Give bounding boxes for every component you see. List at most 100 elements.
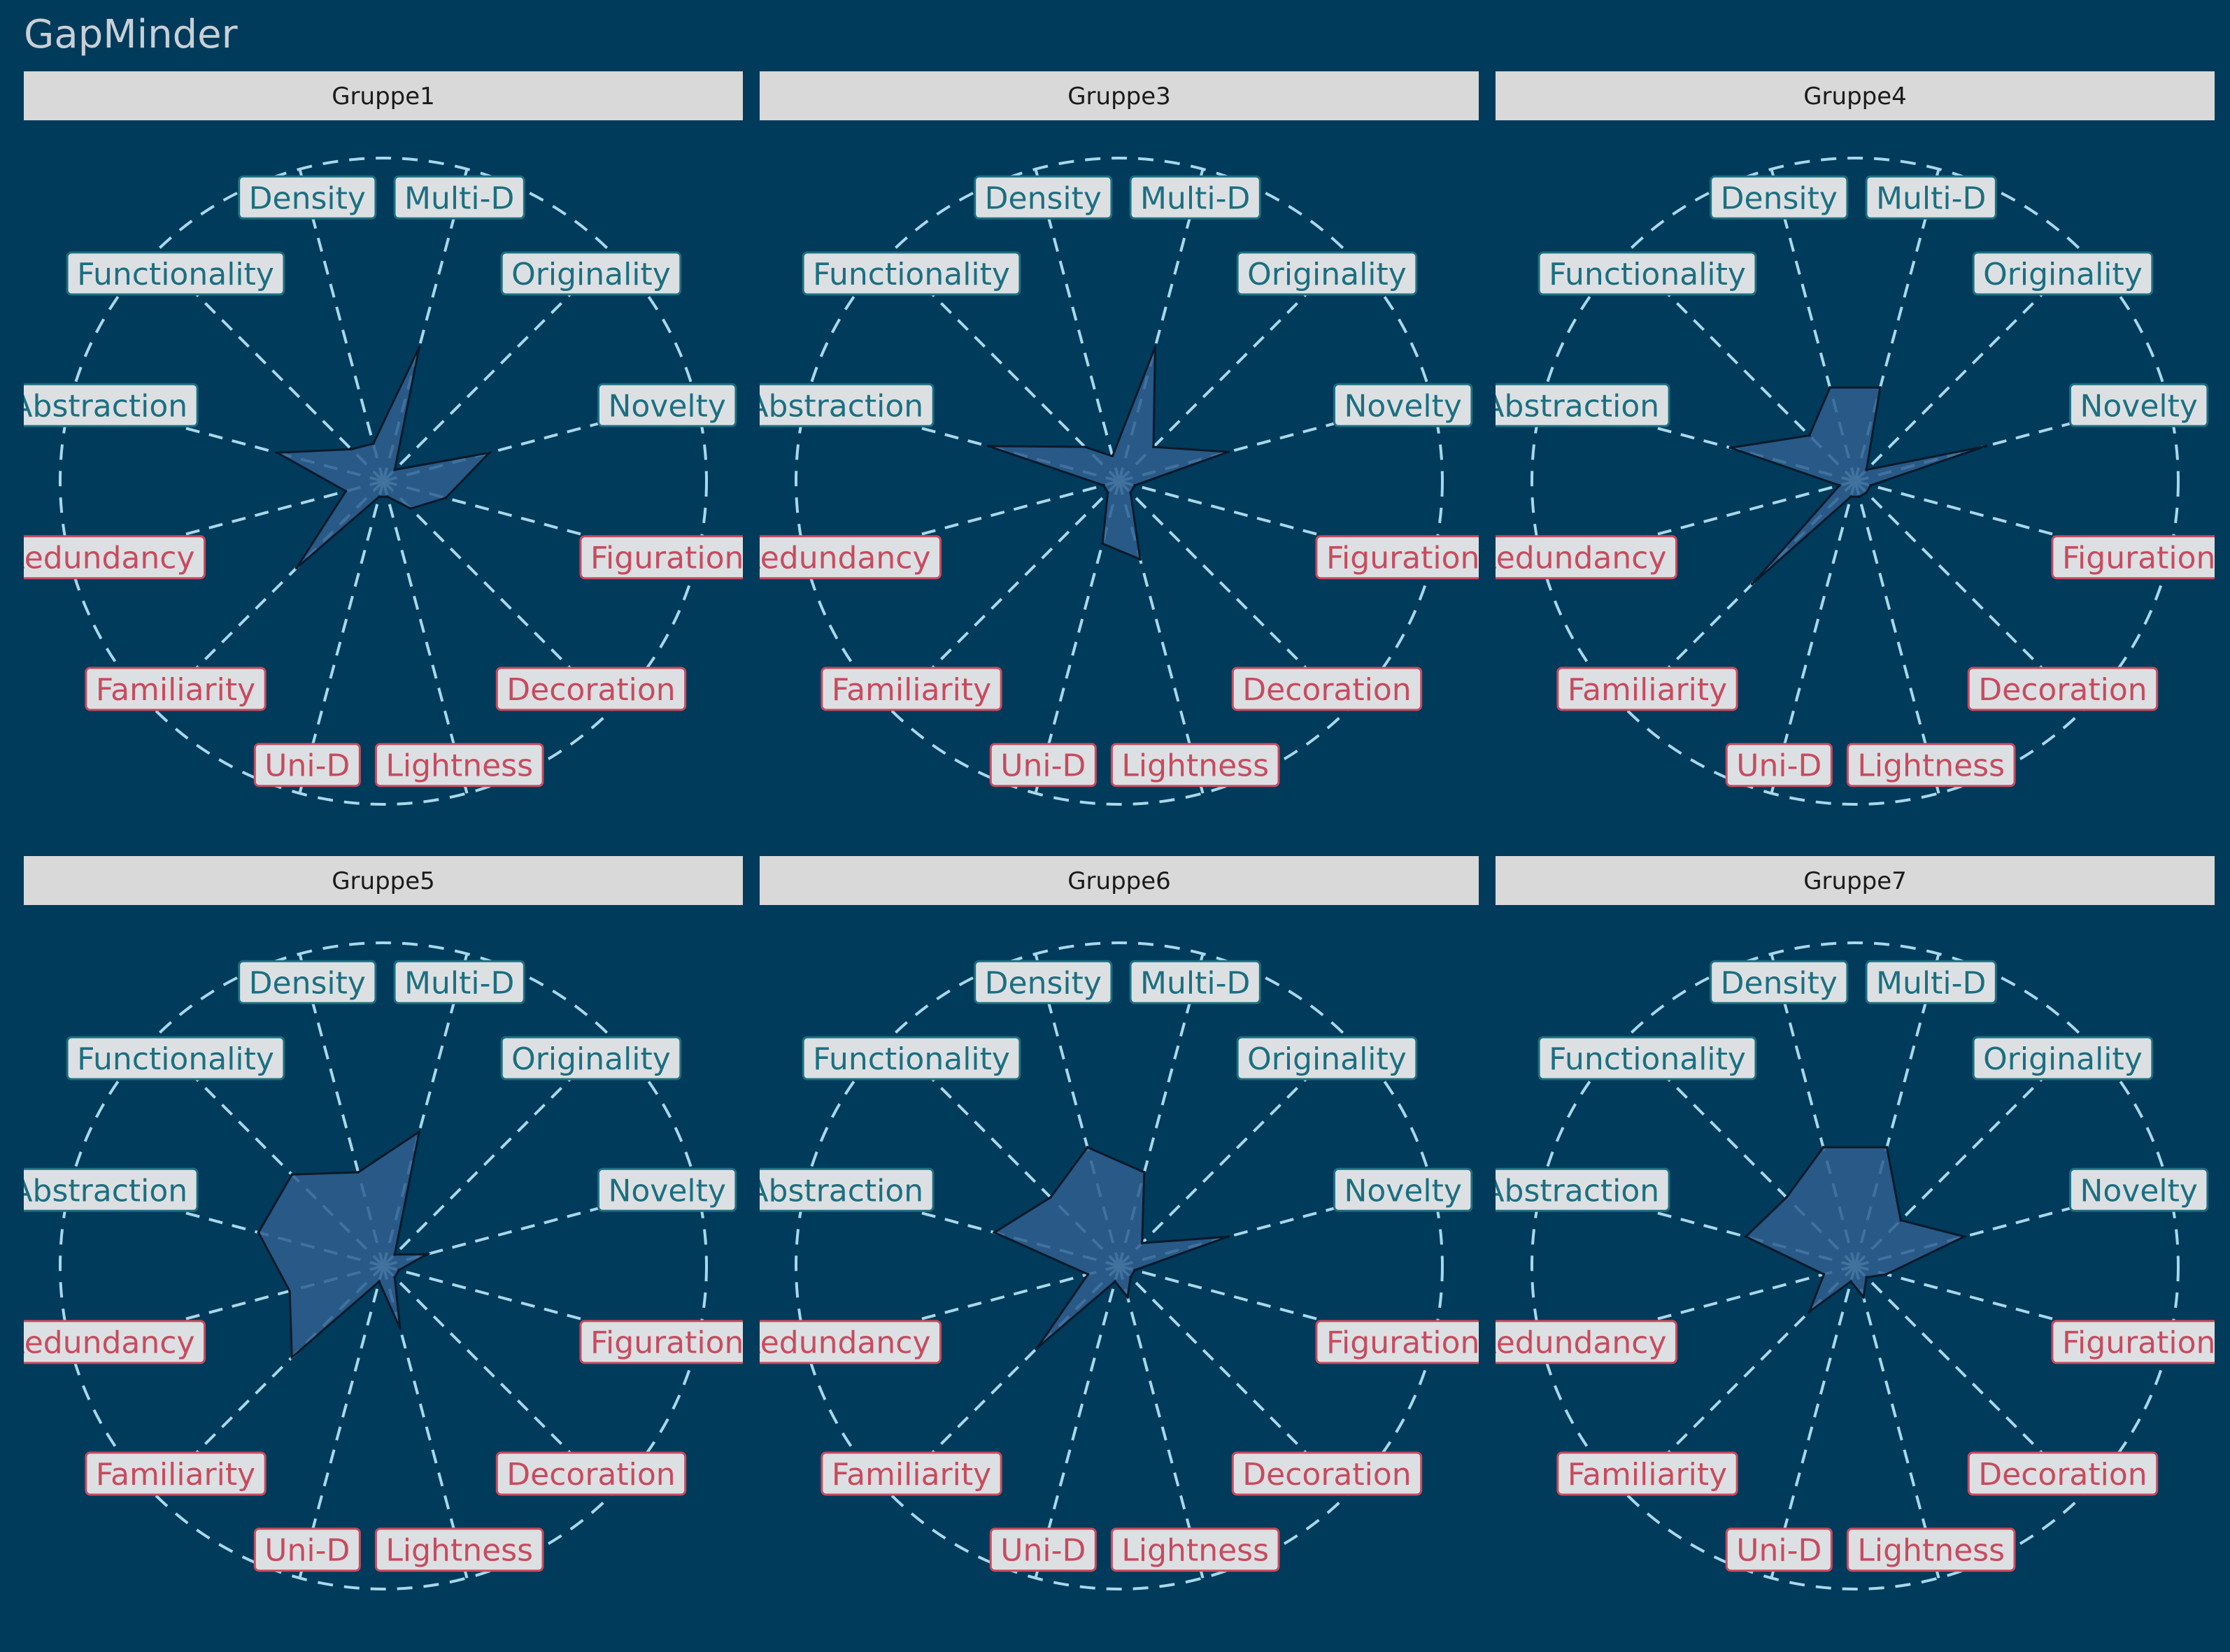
axis-label-lightness: Lightness xyxy=(1121,748,1269,784)
axis-label-lightness: Lightness xyxy=(1857,748,2005,784)
axis-label-box-multi-d xyxy=(393,175,525,220)
panel-body: Multi-DOriginalityNoveltyFigurationDecor… xyxy=(1496,941,2215,1590)
data-point-redundancy xyxy=(1102,483,1105,487)
data-point-decoration xyxy=(1129,1276,1132,1279)
data-point-abstraction xyxy=(257,1231,260,1234)
data-point-multi-d xyxy=(418,346,421,349)
data-point-lightness xyxy=(1861,1295,1865,1299)
panel-body: Multi-DOriginalityNoveltyFigurationDecor… xyxy=(747,941,1479,1590)
panel-gruppe1: Gruppe1Multi-DOriginalityNoveltyFigurati… xyxy=(24,71,744,806)
axis-label-box-originality xyxy=(1972,1036,2154,1081)
panel-gruppe3: Gruppe3Multi-DOriginalityNoveltyFigurati… xyxy=(747,71,1479,806)
data-point-lightness xyxy=(398,1327,402,1330)
data-point-redundancy xyxy=(1822,1272,1826,1276)
facet-strip xyxy=(1496,856,2215,905)
grid-spoke-lightness xyxy=(1118,1265,1205,1579)
data-point-novelty xyxy=(1963,1235,1966,1239)
axis-label-figuration: Figuration xyxy=(590,541,744,576)
data-point-familiarity xyxy=(1808,1310,1811,1313)
axis-label-box-density xyxy=(238,960,377,1004)
axis-label-functionality: Functionality xyxy=(813,1041,1010,1077)
axis-label-abstraction: Abstraction xyxy=(747,388,923,424)
panel-gruppe6: Gruppe6Multi-DOriginalityNoveltyFigurati… xyxy=(747,856,1479,1590)
axis-label-box-lightness xyxy=(374,743,544,788)
axis-label-box-familiarity xyxy=(1556,1451,1738,1496)
data-point-novelty xyxy=(1984,444,1988,448)
grid-spoke-lightness xyxy=(1854,1265,1940,1579)
axis-label-decoration: Decoration xyxy=(1978,1457,2147,1493)
data-point-functionality xyxy=(1083,445,1086,448)
axis-label-box-uni-d xyxy=(1725,1528,1833,1572)
axis-label-box-abstraction xyxy=(1496,383,1670,427)
grid-circle xyxy=(795,157,1444,806)
axis-label-novelty: Novelty xyxy=(1344,388,1461,424)
axis-label-figuration: Figuration xyxy=(1326,541,1479,576)
axis-label-uni-d: Uni-D xyxy=(264,1533,350,1569)
axis-label-box-novelty xyxy=(2068,383,2209,427)
data-point-decoration xyxy=(1865,491,1868,494)
data-point-uni-d xyxy=(1849,1280,1853,1283)
grid-spoke-lightness xyxy=(1854,480,1940,794)
facet-strip xyxy=(24,856,743,905)
axis-label-figuration: Figuration xyxy=(1326,1325,1479,1361)
axis-label-box-abstraction xyxy=(760,1167,935,1212)
grid-spoke-uni-d xyxy=(1034,1265,1121,1579)
axis-label-box-lightness xyxy=(1846,743,2016,788)
axis-label-figuration: Figuration xyxy=(2062,1325,2215,1361)
axis-label-originality: Originality xyxy=(511,257,671,292)
axis-label-familiarity: Familiarity xyxy=(832,672,991,708)
axis-label-box-uni-d xyxy=(989,1528,1097,1572)
data-point-lightness xyxy=(1138,557,1142,561)
axis-label-abstraction: Abstraction xyxy=(747,1173,923,1209)
axis-label-box-redundancy xyxy=(1496,535,1678,580)
axis-label-uni-d: Uni-D xyxy=(1000,1533,1086,1569)
data-point-novelty xyxy=(425,1253,429,1256)
data-point-functionality xyxy=(1784,1195,1788,1199)
axis-label-box-density xyxy=(1710,175,1849,220)
axis-label-box-functionality xyxy=(802,1036,1021,1081)
data-point-density xyxy=(1828,386,1832,390)
data-point-redundancy xyxy=(344,490,348,493)
axis-label-box-uni-d xyxy=(253,743,361,788)
axis-label-box-density xyxy=(974,960,1113,1004)
axis-label-box-abstraction xyxy=(760,383,935,427)
data-point-lightness xyxy=(1857,495,1861,499)
data-point-decoration xyxy=(393,1276,397,1279)
axis-label-decoration: Decoration xyxy=(1242,672,1411,708)
axis-label-multi-d: Multi-D xyxy=(404,965,514,1001)
data-point-originality xyxy=(1899,1218,1903,1222)
axis-label-density: Density xyxy=(1721,180,1838,216)
grid-circle xyxy=(59,941,708,1590)
axis-label-density: Density xyxy=(985,965,1102,1001)
axis-label-box-decoration xyxy=(1967,667,2159,711)
axis-label-box-multi-d xyxy=(1129,960,1261,1004)
grid-circle xyxy=(795,941,1444,1590)
data-point-uni-d xyxy=(1101,542,1105,546)
axis-label-box-familiarity xyxy=(821,1451,1002,1496)
axis-label-box-familiarity xyxy=(85,1451,267,1496)
axis-label-originality: Originality xyxy=(1983,257,2143,292)
data-point-lightness xyxy=(1125,1295,1129,1299)
axis-label-abstraction: Abstraction xyxy=(1483,388,1659,424)
data-point-figuration xyxy=(444,496,448,499)
panel-body: Multi-DOriginalityNoveltyFigurationDecor… xyxy=(1476,157,2215,806)
data-point-figuration xyxy=(1133,483,1137,487)
axis-label-box-multi-d xyxy=(1865,175,1997,220)
axis-label-originality: Originality xyxy=(1983,1041,2143,1077)
facet-strip-label: Gruppe7 xyxy=(1803,867,1907,895)
axis-label-redundancy: Redundancy xyxy=(1476,541,1666,576)
data-point-novelty xyxy=(488,451,491,455)
axis-label-box-novelty xyxy=(2068,1167,2209,1212)
axis-label-box-redundancy xyxy=(760,1320,942,1365)
axis-label-uni-d: Uni-D xyxy=(264,748,350,784)
axis-label-box-figuration xyxy=(2051,1320,2215,1365)
data-point-redundancy xyxy=(1838,483,1841,487)
axis-label-box-novelty xyxy=(1333,383,1473,427)
axis-label-decoration: Decoration xyxy=(1242,1457,1411,1493)
data-point-functionality xyxy=(350,448,353,451)
axis-label-box-multi-d xyxy=(1865,960,1997,1004)
axis-label-box-originality xyxy=(1236,1036,1418,1081)
panels: Gruppe1Multi-DOriginalityNoveltyFigurati… xyxy=(24,71,2215,1590)
facet-strip xyxy=(760,856,1479,905)
